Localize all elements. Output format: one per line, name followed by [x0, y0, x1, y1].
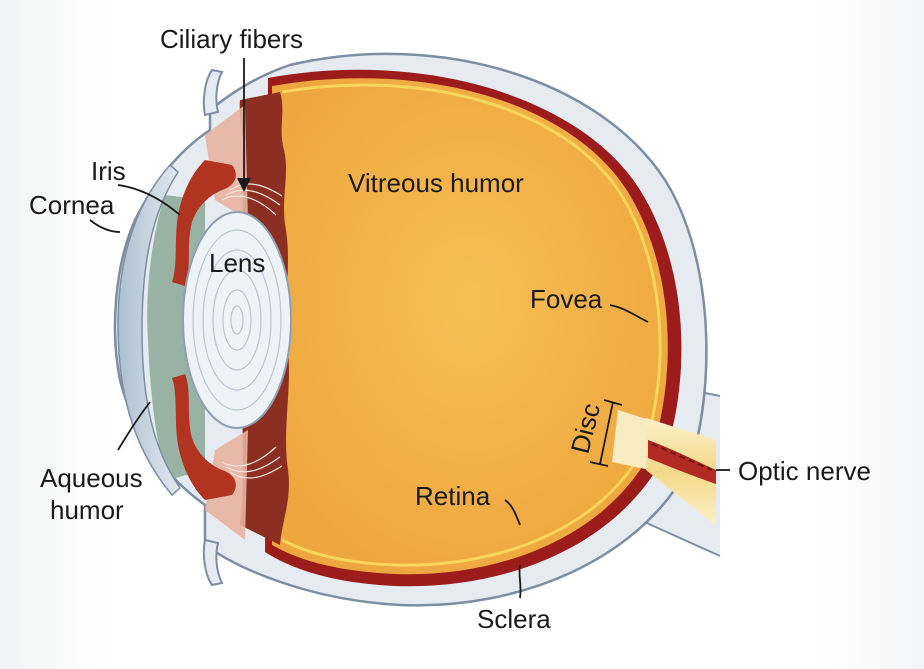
- muscle-tab-top: [202, 68, 224, 117]
- pointer-lines: [89, 58, 730, 599]
- label-sclera: Sclera: [477, 604, 551, 634]
- lens: [182, 211, 292, 429]
- zonule-fibers-bottom: [221, 446, 283, 479]
- label-lens: Lens: [209, 248, 265, 278]
- label-iris: Iris: [91, 156, 126, 186]
- muscle-tab-bottom: [202, 538, 224, 587]
- iris-bottom: [172, 374, 236, 500]
- vitreous-chamber: [272, 78, 668, 575]
- label-fovea: Fovea: [530, 284, 603, 314]
- lens-rings: [192, 229, 282, 411]
- optic-disc: [612, 410, 650, 470]
- iris-top: [172, 160, 236, 286]
- label-aqueous-humor-line1: Aqueous: [40, 463, 143, 493]
- label-cornea: Cornea: [29, 190, 115, 220]
- label-vitreous-humor: Vitreous humor: [348, 168, 524, 198]
- label-aqueous-humor-line2: humor: [50, 495, 124, 525]
- cornea: [117, 163, 181, 497]
- optic-nerve: [646, 418, 716, 526]
- label-ciliary-fibers: Ciliary fibers: [160, 24, 303, 54]
- retina-highlight: [281, 83, 662, 567]
- central-retinal-vessel: [648, 440, 716, 484]
- label-optic-nerve: Optic nerve: [738, 456, 871, 486]
- label-retina: Retina: [415, 481, 491, 511]
- zonule-fibers-top: [221, 183, 283, 216]
